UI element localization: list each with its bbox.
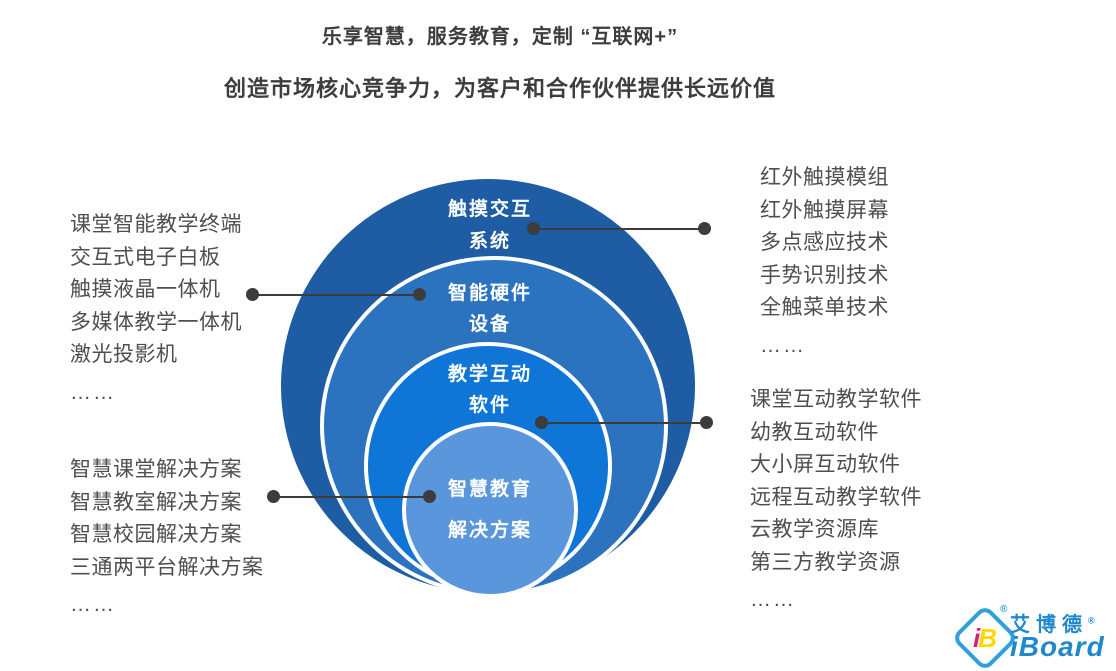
connector-dot: [700, 416, 713, 429]
registered-mark-icon: ®: [1000, 604, 1008, 615]
list-software-products: 课堂互动教学软件幼教互动软件大小屏互动软件远程互动教学软件云教学资源库第三方教学…: [750, 384, 922, 617]
list-touch-technologies: 红外触摸模组红外触摸屏幕多点感应技术手势识别技术全触菜单技术 ……: [760, 162, 889, 362]
connector-line-top-left: [252, 294, 419, 296]
list-item: 远程互动教学软件: [750, 485, 922, 509]
list-item: 大小屏互动软件: [750, 453, 901, 476]
title-line-1: 乐享智慧，服务教育，定制 “互联网+”: [321, 26, 679, 48]
list-hardware-terminals: 课堂智能教学终端交互式电子白板触摸液晶一体机多媒体教学一体机激光投影机 ……: [70, 209, 242, 409]
list-item: 交互式电子白板: [70, 245, 221, 269]
list-solutions: 智慧课堂解决方案智慧教室解决方案智慧校园解决方案三通两平台解决方案 ……: [70, 454, 264, 622]
list-item: 多点感应技术: [760, 231, 889, 254]
connector-line-bottom-right: [541, 422, 706, 424]
ring-smart-education-solutions: [402, 422, 578, 598]
list-item: 多媒体教学一体机: [70, 310, 242, 334]
list-item: 激光投影机: [70, 343, 178, 366]
ring-label-solutions-line1: 智慧教育: [447, 479, 532, 500]
ring-label-solutions-line2: 解决方案: [447, 520, 532, 541]
logo-mark-b: B: [978, 623, 997, 653]
list-item: ……: [70, 593, 116, 616]
connector-line-bottom-left: [273, 496, 429, 498]
logo-name-en: iBoard: [1010, 631, 1105, 662]
list-item: 智慧课堂解决方案: [70, 458, 242, 481]
connector-dot: [413, 288, 426, 301]
list-item: 全触菜单技术: [760, 296, 889, 319]
list-item: 触摸液晶一体机: [70, 278, 221, 301]
list-item: 智慧教室解决方案: [70, 490, 242, 514]
ring-label-touch-line2: 系统: [468, 231, 511, 252]
logo-name-cn-text: 艾博德: [1010, 614, 1088, 636]
logo-name-cn: 艾博德®: [1010, 608, 1105, 637]
list-item: 课堂智能教学终端: [70, 213, 242, 236]
list-item: 幼教互动软件: [750, 420, 879, 444]
list-item: 红外触摸屏幕: [760, 198, 889, 222]
ring-label-touch-line1: 触摸交互: [447, 199, 532, 220]
title-line-2: 创造市场核心竞争力，为客户和合作伙伴提供长远价值: [223, 76, 776, 101]
connector-dot: [527, 222, 540, 235]
list-item: ……: [760, 333, 806, 357]
list-item: 智慧校园解决方案: [70, 523, 242, 546]
connector-line-top-right: [533, 228, 705, 230]
list-item: 课堂互动教学软件: [750, 388, 922, 411]
list-item: 三通两平台解决方案: [70, 555, 264, 579]
ring-label-software-line1: 教学互动: [447, 364, 532, 385]
list-item: 手势识别技术: [760, 263, 889, 287]
registered-mark-icon: ®: [1088, 615, 1095, 626]
list-item: 红外触摸模组: [760, 166, 889, 189]
list-item: 云教学资源库: [750, 518, 879, 541]
logo-text: 艾博德® iBoard: [1010, 608, 1105, 661]
ring-label-hardware-line1: 智能硬件: [447, 283, 532, 304]
list-item: ……: [750, 588, 796, 611]
list-item: 第三方教学资源: [750, 550, 901, 574]
list-item: ……: [70, 380, 116, 404]
connector-dot: [423, 490, 436, 503]
connector-dot: [535, 416, 548, 429]
connector-dot: [246, 288, 259, 301]
ring-label-hardware-line2: 设备: [468, 314, 511, 335]
ring-label-software-line2: 软件: [468, 395, 511, 416]
connector-dot: [267, 490, 280, 503]
connector-dot: [698, 222, 711, 235]
